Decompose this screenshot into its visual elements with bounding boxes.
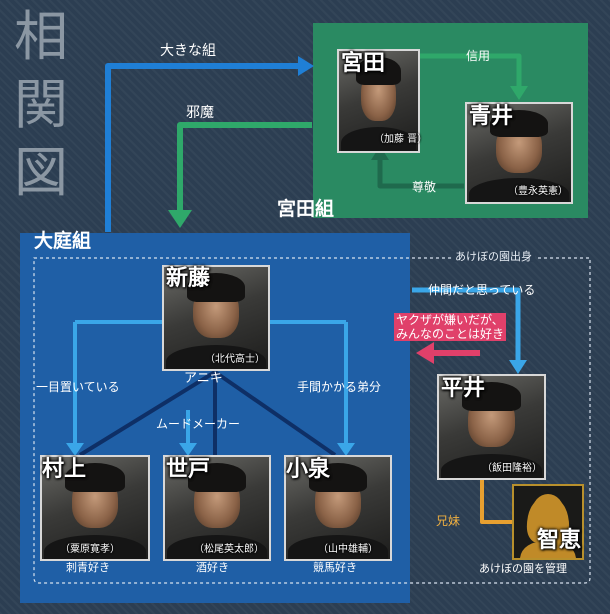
obstacle-arrow [177,122,312,214]
miyata-group-label: 宮田組 [277,198,335,220]
seto-photo [163,455,271,561]
label-obstacle: 邪魔 [186,105,214,121]
title-char-1: 相 [14,5,68,68]
label-yakuza-2: みんなのことは好き [394,327,507,341]
underling-line-1 [78,370,217,457]
seto-name: 世戸 [166,457,211,482]
friend-arrow [412,287,521,362]
akebono-region [33,257,591,584]
seto-note: 酒好き [196,561,229,574]
label-mood-maker: ムードメーカー [156,417,241,431]
shindo-role: アニキ [184,371,223,386]
label-troublesome: 手間かかる弟分 [297,380,382,394]
obstacle-arrowhead [168,210,192,228]
murakami-note: 刺青好き [66,561,110,574]
troublesome-arrowhead [337,443,355,456]
koizumi-photo [284,455,392,561]
hirai-name: 平井 [441,376,486,401]
miyata-photo [337,49,420,153]
respect-arrow [377,158,464,189]
miyata-name: 宮田 [341,51,386,76]
murakami-photo [40,455,150,561]
shindo-actor: （北代高士） [205,354,265,365]
koizumi-actor: （山中雄輔） [318,544,378,555]
hirai-photo [437,374,546,480]
respect-arrowhead [371,146,389,160]
akebono-label: あけぼの園出身 [452,251,535,262]
tomoe-silhouette [512,484,584,560]
label-big-group: 大きな組 [160,43,216,59]
label-keep-eye: 一目置いている [36,380,120,394]
label-think-friend: 仲間だと思っている [428,283,536,297]
tomoe-name: 智恵 [537,528,582,553]
aoi-actor: （豊永英憲） [508,186,568,197]
mood-maker-arrowhead [179,443,197,456]
seto-actor: （松尾英太郎） [194,544,264,555]
miyata-actor: （加藤 晋） [374,134,428,145]
koizumi-name: 小泉 [286,457,331,482]
trust-arrow [415,53,522,88]
aoi-photo [465,102,573,204]
hirai-actor: （飯田隆裕） [482,463,542,474]
murakami-name: 村上 [42,457,87,482]
murakami-actor: （粟原寛孝） [60,544,120,555]
silhouette-icon [520,494,576,558]
oniwa-group-label: 大庭組 [34,230,92,252]
label-siblings: 兄妹 [436,514,461,528]
yakuza-arrowhead [416,342,434,364]
underling-line-3 [213,370,337,457]
big-group-arrowhead [298,56,314,76]
trust-arrowhead [510,86,528,100]
big-group-arrow [105,63,300,232]
label-trust: 信用 [466,49,491,63]
aoi-name: 青井 [469,104,514,129]
label-respect: 尊敬 [412,180,437,194]
label-yakuza-1: ヤクザが嫌いだが、 [394,313,506,327]
koizumi-note: 競馬好き [313,561,357,574]
friend-arrowhead [509,360,527,374]
title-char-2: 関 [14,73,68,136]
shindo-photo [162,265,270,371]
tomoe-note: あけぼの園を管理 [479,562,567,575]
siblings-line [480,480,512,524]
title-char-3: 図 [14,141,68,204]
shindo-name: 新藤 [166,266,211,291]
keep-eye-arrowhead [66,443,84,456]
